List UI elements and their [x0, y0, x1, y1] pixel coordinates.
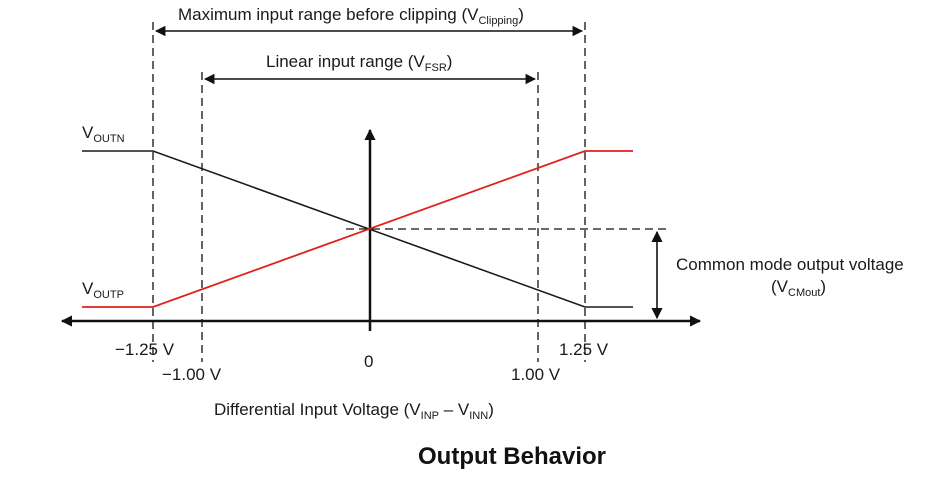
figure-title: Output Behavior: [418, 443, 606, 470]
common-mode-label-line1: Common mode output voltage: [676, 255, 904, 274]
tick-label-pos-clip: 1.25 V: [559, 340, 609, 359]
voutp-label: VOUTP: [82, 279, 124, 301]
voutn-label: VOUTN: [82, 123, 125, 145]
tick-label-pos-lin: 1.00 V: [511, 365, 561, 384]
common-mode-label-line2: (VCMout): [771, 277, 826, 299]
tick-label-neg-lin: −1.00 V: [162, 365, 222, 384]
voutp-line: [82, 150, 633, 308]
clipping-range-label: Maximum input range before clipping (VCl…: [178, 5, 524, 27]
tick-label-neg-clip: −1.25 V: [115, 340, 175, 359]
voutn-line: [82, 150, 633, 308]
x-axis-label: Differential Input Voltage (VINP – VINN): [214, 400, 494, 422]
tick-label-zero: 0: [364, 352, 373, 371]
linear-range-label: Linear input range (VFSR): [266, 52, 452, 74]
